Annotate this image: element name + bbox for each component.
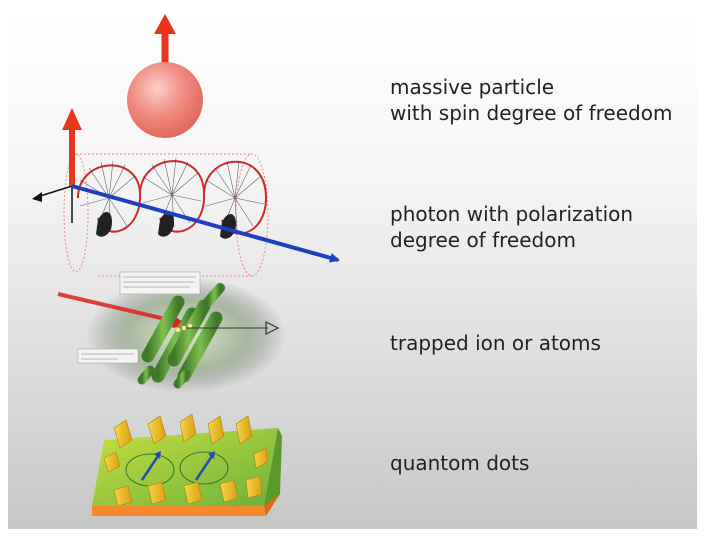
substrate-orange — [92, 506, 266, 516]
trapped-ion-label-line1: trapped ion or atoms — [390, 331, 601, 355]
spin-arrow-head — [154, 14, 176, 34]
cylinder-back-rim — [63, 153, 89, 273]
trapped-ion-figure — [57, 271, 286, 393]
photon-label: photon with polarization degree of freed… — [390, 201, 633, 253]
photon-label-line2: degree of freedom — [390, 228, 576, 252]
photon-cylinder — [72, 153, 252, 277]
photon-figure — [32, 108, 340, 277]
propagation-arrow — [71, 184, 340, 263]
dot-spin-arrow-right-head — [208, 451, 215, 459]
illustrations — [32, 14, 340, 516]
quantum-dot-right — [179, 451, 229, 485]
trap-axis-head — [265, 321, 280, 335]
ion-callout-box-top-lines — [123, 276, 196, 288]
spin-particle-sphere — [127, 62, 203, 138]
polarization-arrow-head — [62, 108, 82, 130]
massive-particle-label: massive particle with spin degree of fre… — [390, 74, 672, 126]
quantum-dots-label-line1: quantom dots — [390, 451, 530, 475]
massive-particle-label-line1: massive particle — [390, 75, 555, 99]
gate-electrodes — [103, 413, 269, 507]
massive-particle-figure — [127, 14, 203, 138]
dot-spin-arrow-left-head — [154, 451, 161, 459]
dot-side-face — [264, 428, 282, 506]
slide: massive particle with spin degree of fre… — [8, 8, 697, 529]
ion-callout-box-bottom-lines — [81, 353, 134, 360]
laser-beam — [57, 292, 179, 324]
quantum-dots-figure — [92, 413, 282, 516]
ion-callout-box-bottom — [77, 348, 139, 364]
dot-spin-arrow-left — [140, 455, 160, 481]
dot-spin-arrow-right — [194, 455, 214, 481]
cylinder-front-rim — [235, 153, 269, 277]
ion-callout-box-top — [119, 271, 201, 295]
trapped-ion-label: trapped ion or atoms — [390, 330, 601, 356]
trapped-ions — [175, 323, 193, 333]
massive-particle-label-line2: with spin degree of freedom — [390, 101, 673, 125]
photon-label-line1: photon with polarization — [390, 202, 634, 226]
photon-x-axis-head — [32, 192, 42, 202]
quantum-dots-label: quantom dots — [390, 450, 529, 476]
